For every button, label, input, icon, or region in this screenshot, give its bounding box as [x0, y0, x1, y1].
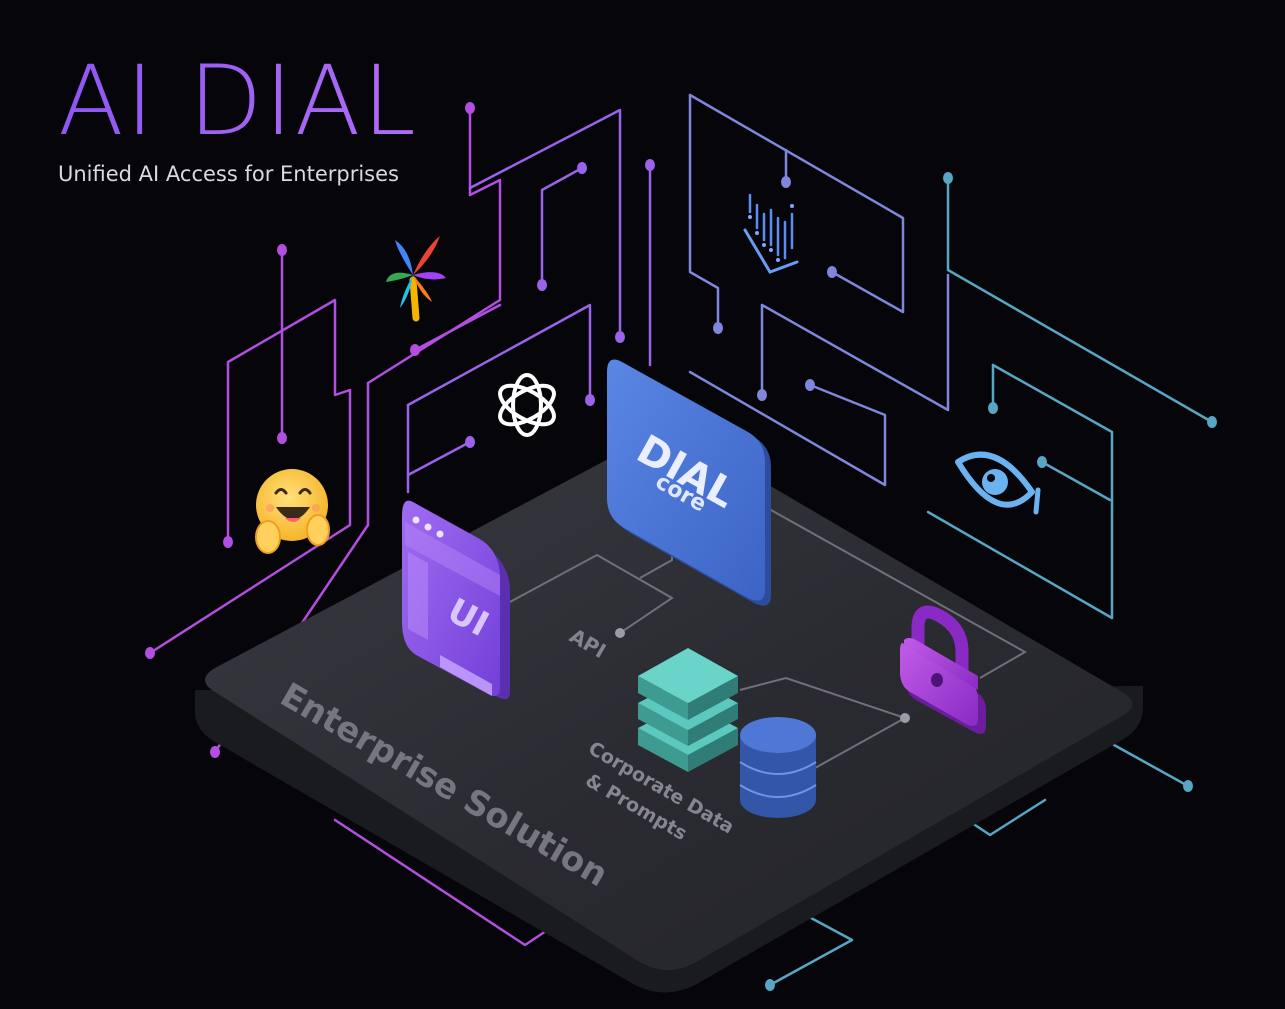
- teal-circuit: [768, 176, 1214, 987]
- ui-panel: UI: [402, 500, 510, 700]
- brand-subtitle: Unified AI Access for Enterprises: [58, 162, 399, 186]
- database-icon: [739, 717, 817, 818]
- wave-chart-icon: [743, 193, 799, 274]
- circuit-lines: [145, 93, 1217, 991]
- storage-stack-icon: [638, 648, 738, 772]
- dial-core-block: DIAL core: [607, 359, 771, 606]
- eye-icon: [955, 451, 1041, 515]
- blue-circuit: [688, 93, 950, 487]
- brand-title: AI DIAL: [58, 45, 418, 157]
- lock-icon: [900, 605, 986, 734]
- openai-icon: [498, 373, 556, 437]
- violet-circuit: [406, 108, 652, 494]
- hugging-face-icon: [255, 469, 330, 554]
- circuit-nodes: [145, 102, 1217, 991]
- palm-icon: [386, 236, 446, 322]
- platform-connectors: [507, 504, 1028, 769]
